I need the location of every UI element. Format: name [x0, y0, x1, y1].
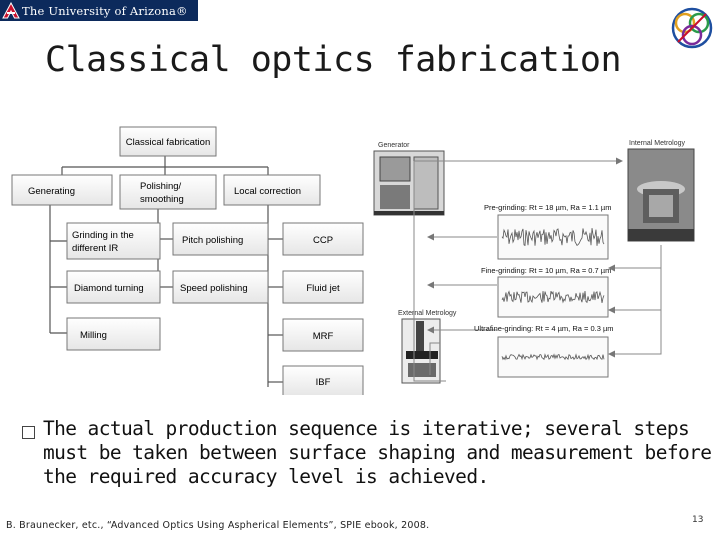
- external-metrology-icon: External Metrology: [398, 310, 457, 384]
- node-milling: Milling: [66, 317, 161, 351]
- fine-grinding-profile-plot: Fine-grinding: Rt = 10 µm, Ra = 0.7 µm: [481, 266, 611, 318]
- svg-text:Pre-grinding: Rt = 18 µm, Ra =: Pre-grinding: Rt = 18 µm, Ra = 1.1 µm: [484, 203, 611, 212]
- node-diamond-turning: Diamond turning: [66, 270, 161, 304]
- svg-text:Grinding in the: Grinding in the: [72, 230, 134, 241]
- svg-text:IBF: IBF: [316, 377, 331, 388]
- node-ccp: CCP: [282, 222, 364, 256]
- bullet-box-icon: [22, 426, 35, 439]
- node-polishing-smoothing: Polishing/ smoothing: [119, 174, 217, 210]
- svg-text:Generator: Generator: [378, 142, 410, 149]
- svg-text:Fine-grinding: Rt = 10 µm, Ra: Fine-grinding: Rt = 10 µm, Ra = 0.7 µm: [481, 266, 611, 275]
- ultrafine-grinding-profile-plot: Ultrafine-grinding: Rt = 4 µm, Ra = 0.3 …: [474, 324, 614, 378]
- svg-text:different IR: different IR: [72, 243, 118, 254]
- node-fluid-jet: Fluid jet: [282, 270, 364, 304]
- optics-emblem-icon: [670, 6, 714, 50]
- svg-text:Diamond turning: Diamond turning: [74, 283, 144, 294]
- university-a-logo-icon: [0, 0, 22, 21]
- pre-grinding-profile-plot: Pre-grinding: Rt = 18 µm, Ra = 1.1 µm: [484, 203, 611, 260]
- citation: B. Braunecker, etc., “Advanced Optics Us…: [6, 520, 430, 531]
- internal-metrology-icon: Internal Metrology: [627, 140, 695, 242]
- university-logo-bar: The University of Arizona®: [0, 0, 198, 21]
- bullet-text: The actual production sequence is iterat…: [43, 417, 712, 488]
- svg-text:Ultrafine-grinding: Rt = 4 µm,: Ultrafine-grinding: Rt = 4 µm, Ra = 0.3 …: [474, 324, 614, 333]
- node-classical-fabrication: Classical fabrication: [119, 126, 217, 157]
- node-local-correction: Local correction: [223, 174, 321, 206]
- svg-text:smoothing: smoothing: [140, 194, 184, 205]
- fabrication-diagram: Classical fabrication Generating Polishi…: [11, 126, 695, 395]
- node-pitch-polishing: Pitch polishing: [172, 222, 269, 256]
- page-number: 13: [692, 515, 704, 525]
- page-title: Classical optics fabrication: [45, 40, 622, 80]
- svg-text:External Metrology: External Metrology: [398, 310, 457, 317]
- svg-text:Classical fabrication: Classical fabrication: [126, 137, 210, 148]
- svg-text:Generating: Generating: [28, 186, 75, 197]
- svg-text:Pitch polishing: Pitch polishing: [182, 235, 243, 246]
- node-ibf: IBF: [282, 365, 364, 395]
- university-name: The University of Arizona®: [22, 3, 188, 18]
- svg-text:MRF: MRF: [313, 331, 334, 342]
- svg-text:Fluid jet: Fluid jet: [306, 283, 340, 294]
- svg-text:Speed polishing: Speed polishing: [180, 283, 248, 294]
- svg-text:CCP: CCP: [313, 235, 333, 246]
- process-flow-lines: [413, 157, 662, 382]
- node-mrf: MRF: [282, 318, 364, 352]
- svg-text:Local correction: Local correction: [234, 186, 301, 197]
- node-speed-polishing: Speed polishing: [172, 270, 269, 304]
- svg-text:Internal Metrology: Internal Metrology: [629, 140, 686, 147]
- generator-machine-icon: Generator: [373, 142, 445, 216]
- svg-text:Milling: Milling: [80, 330, 107, 341]
- svg-text:Polishing/: Polishing/: [140, 181, 182, 192]
- node-generating: Generating: [11, 174, 113, 206]
- node-grinding-ir: Grinding in the different IR: [66, 222, 161, 260]
